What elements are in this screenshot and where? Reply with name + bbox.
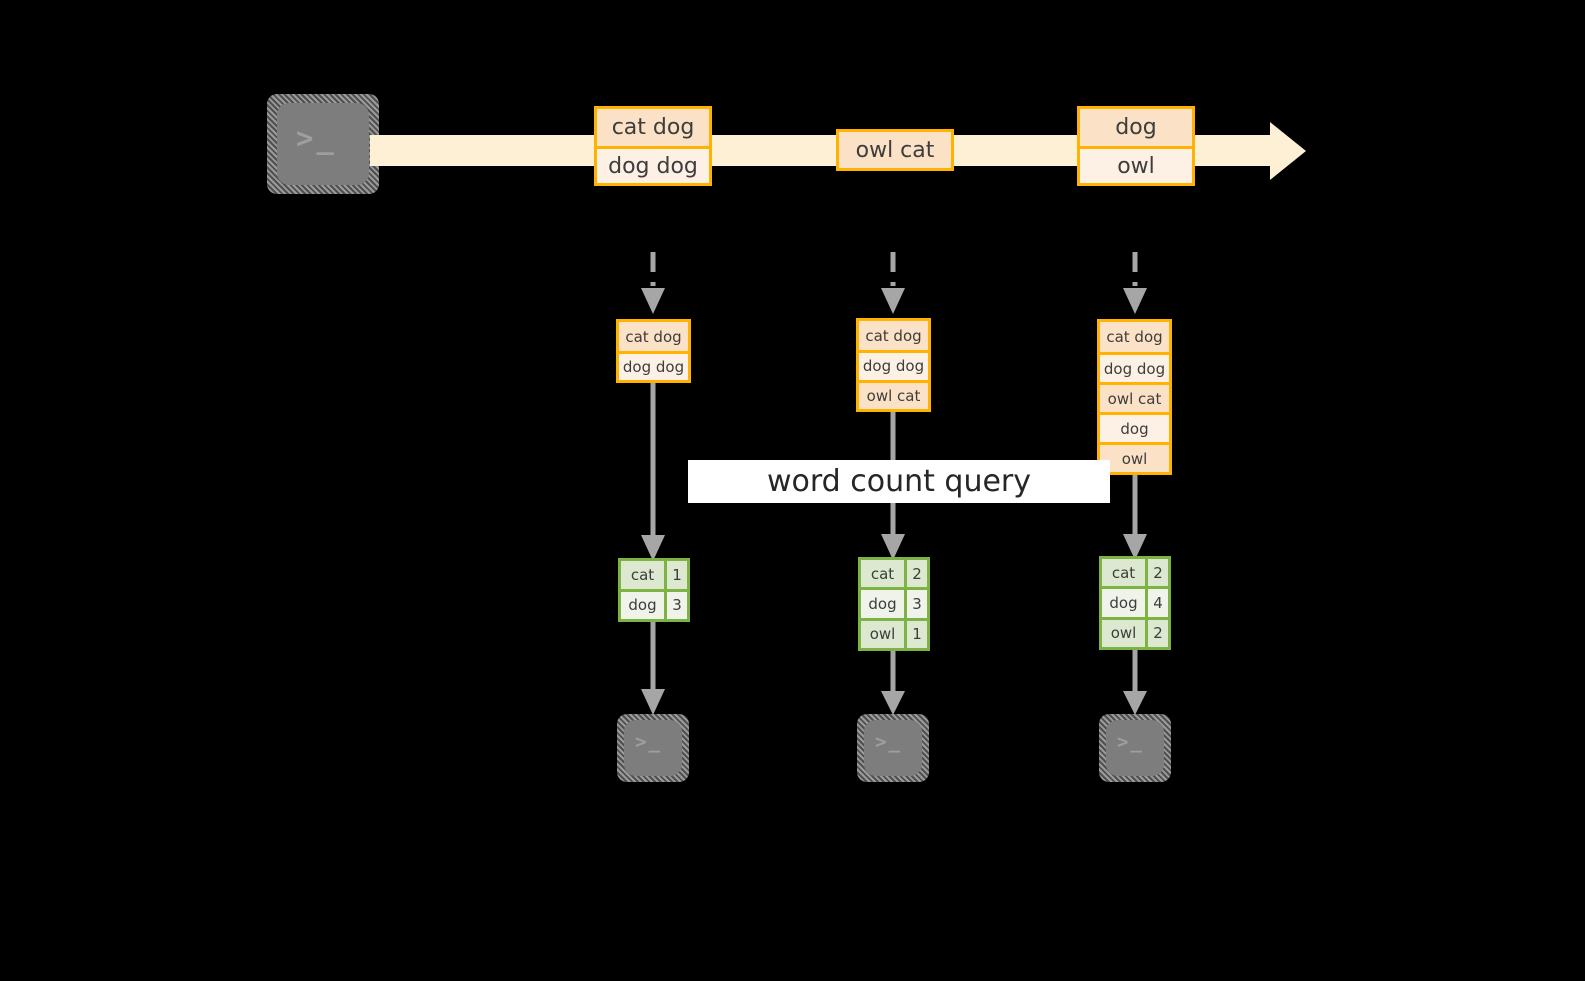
sink-arrow-3 bbox=[1123, 650, 1147, 715]
terminal-face bbox=[1106, 720, 1164, 776]
table-row: dog 3 bbox=[861, 587, 927, 618]
result-word-cell: dog bbox=[1102, 589, 1148, 617]
result-count-cell: 2 bbox=[907, 560, 927, 588]
terminal-prompt-glyph: >_ bbox=[875, 731, 902, 753]
query-arrow-1 bbox=[641, 383, 665, 561]
result-count-cell: 3 bbox=[667, 591, 687, 619]
result-count-cell: 2 bbox=[1148, 559, 1168, 587]
trigger-arrow-2 bbox=[881, 252, 905, 314]
stream-event-row: owl bbox=[1080, 146, 1192, 183]
result-word-cell: dog bbox=[861, 590, 907, 618]
sink-arrow-1 bbox=[641, 622, 665, 715]
accumulated-input-table-3: cat dog dog dog owl cat dog owl bbox=[1097, 319, 1172, 475]
terminal-face bbox=[624, 720, 682, 776]
result-count-cell: 1 bbox=[667, 561, 687, 589]
trigger-arrow-1 bbox=[641, 252, 665, 314]
accumulated-row: dog dog bbox=[1100, 352, 1169, 382]
result-word-cell: cat bbox=[861, 560, 907, 588]
result-word-cell: dog bbox=[621, 591, 667, 619]
accumulated-row: owl cat bbox=[859, 379, 928, 409]
accumulated-input-table-2: cat dog dog dog owl cat bbox=[856, 318, 931, 412]
sink-terminal-icon-3[interactable]: >_ bbox=[1099, 714, 1171, 782]
result-table-2: cat 2 dog 3 owl 1 bbox=[858, 557, 930, 651]
query-arrow-3 bbox=[1123, 475, 1147, 560]
accumulated-row: dog bbox=[1100, 412, 1169, 442]
accumulated-row: cat dog bbox=[1100, 322, 1169, 352]
table-row: dog 3 bbox=[621, 588, 687, 619]
result-word-cell: owl bbox=[1102, 619, 1148, 647]
accumulated-row: dog dog bbox=[619, 351, 688, 380]
table-row: cat 2 bbox=[861, 560, 927, 588]
result-table-1: cat 1 dog 3 bbox=[618, 558, 690, 622]
terminal-face bbox=[277, 103, 369, 185]
input-stream-arrowhead bbox=[1270, 122, 1306, 180]
result-count-cell: 3 bbox=[907, 590, 927, 618]
accumulated-row: dog dog bbox=[859, 350, 928, 380]
trigger-arrow-3 bbox=[1123, 252, 1147, 314]
accumulated-row: cat dog bbox=[619, 322, 688, 351]
result-count-cell: 1 bbox=[907, 620, 927, 648]
sink-terminal-icon-1[interactable]: >_ bbox=[617, 714, 689, 782]
sink-arrow-2 bbox=[881, 651, 905, 715]
source-terminal-icon[interactable]: >_ bbox=[267, 94, 379, 194]
terminal-prompt-glyph: >_ bbox=[1117, 731, 1144, 753]
result-word-cell: cat bbox=[1102, 559, 1148, 587]
table-row: owl 2 bbox=[1102, 616, 1168, 647]
result-word-cell: owl bbox=[861, 620, 907, 648]
table-row: owl 1 bbox=[861, 617, 927, 648]
stream-event-group-2: owl cat bbox=[836, 129, 954, 171]
stream-event-row: dog dog bbox=[597, 146, 709, 183]
table-row: cat 2 bbox=[1102, 559, 1168, 587]
result-count-cell: 2 bbox=[1148, 619, 1168, 647]
table-row: cat 1 bbox=[621, 561, 687, 589]
terminal-prompt-glyph: >_ bbox=[296, 121, 337, 155]
stream-event-group-1: cat dog dog dog bbox=[594, 106, 712, 186]
stream-event-row: dog bbox=[1080, 109, 1192, 146]
sink-terminal-icon-2[interactable]: >_ bbox=[857, 714, 929, 782]
result-count-cell: 4 bbox=[1148, 589, 1168, 617]
table-row: dog 4 bbox=[1102, 586, 1168, 617]
result-table-3: cat 2 dog 4 owl 2 bbox=[1099, 556, 1171, 650]
terminal-prompt-glyph: >_ bbox=[635, 731, 662, 753]
stream-event-row: cat dog bbox=[597, 109, 709, 146]
accumulated-row: owl bbox=[1100, 442, 1169, 472]
terminal-face bbox=[864, 720, 922, 776]
stream-event-group-3: dog owl bbox=[1077, 106, 1195, 186]
accumulated-row: cat dog bbox=[859, 321, 928, 351]
accumulated-input-table-1: cat dog dog dog bbox=[616, 319, 691, 383]
accumulated-row: owl cat bbox=[1100, 382, 1169, 412]
stream-event-row: owl cat bbox=[839, 132, 951, 168]
result-word-cell: cat bbox=[621, 561, 667, 589]
query-label: word count query bbox=[688, 460, 1110, 503]
